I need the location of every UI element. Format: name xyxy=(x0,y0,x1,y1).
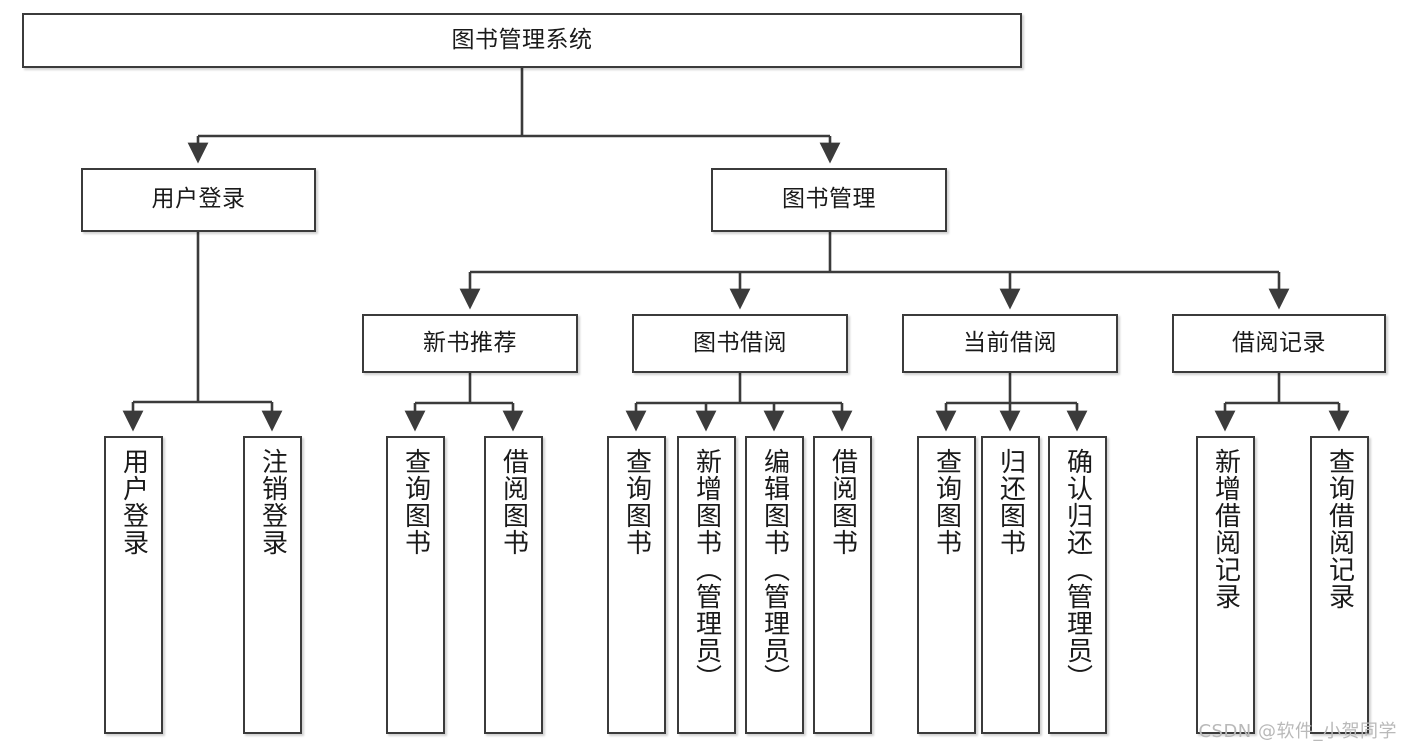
node-leaf-return-book[interactable]: 归还图书 xyxy=(981,436,1040,734)
node-leaf-borrow-book-recommend-label: 借阅图书 xyxy=(498,448,529,556)
node-leaf-add-book-label: 新增图书（管理员） xyxy=(691,448,722,691)
node-leaf-user-logout-label: 注销登录 xyxy=(257,448,288,556)
node-borrow-record-label: 借阅记录 xyxy=(1232,329,1326,356)
node-leaf-query-book-recommend[interactable]: 查询图书 xyxy=(386,436,445,734)
node-leaf-add-borrow-record-label: 新增借阅记录 xyxy=(1210,448,1241,610)
node-root-label: 图书管理系统 xyxy=(451,26,593,53)
node-leaf-borrow-book-recommend[interactable]: 借阅图书 xyxy=(484,436,543,734)
node-leaf-query-borrow-record-label: 查询借阅记录 xyxy=(1324,448,1355,610)
node-new-book-recommend-label: 新书推荐 xyxy=(423,329,517,356)
node-leaf-confirm-return-label: 确认归还（管理员） xyxy=(1062,448,1093,691)
node-borrow-record[interactable]: 借阅记录 xyxy=(1172,314,1386,373)
node-leaf-edit-book-label: 编辑图书（管理员） xyxy=(759,448,790,691)
node-leaf-query-book-recommend-label: 查询图书 xyxy=(400,448,431,556)
node-leaf-borrow-book-label: 借阅图书 xyxy=(827,448,858,556)
watermark: CSDN @软件_小贺同学 xyxy=(1198,721,1397,742)
node-leaf-confirm-return[interactable]: 确认归还（管理员） xyxy=(1048,436,1107,734)
node-book-management[interactable]: 图书管理 xyxy=(711,168,947,232)
node-current-borrow-label: 当前借阅 xyxy=(963,329,1057,356)
node-leaf-user-logout[interactable]: 注销登录 xyxy=(243,436,302,734)
node-new-book-recommend[interactable]: 新书推荐 xyxy=(362,314,578,373)
node-book-management-label: 图书管理 xyxy=(782,186,876,213)
node-leaf-add-borrow-record[interactable]: 新增借阅记录 xyxy=(1196,436,1255,734)
node-leaf-edit-book[interactable]: 编辑图书（管理员） xyxy=(745,436,804,734)
node-leaf-query-book-current-label: 查询图书 xyxy=(931,448,962,556)
node-leaf-borrow-book[interactable]: 借阅图书 xyxy=(813,436,872,734)
node-leaf-add-book[interactable]: 新增图书（管理员） xyxy=(677,436,736,734)
node-leaf-query-book-current[interactable]: 查询图书 xyxy=(917,436,976,734)
node-book-borrow[interactable]: 图书借阅 xyxy=(632,314,848,373)
node-user-login[interactable]: 用户登录 xyxy=(81,168,316,232)
node-leaf-user-login[interactable]: 用户登录 xyxy=(104,436,163,734)
node-leaf-query-borrow-record[interactable]: 查询借阅记录 xyxy=(1310,436,1369,734)
node-leaf-query-book-borrow-label: 查询图书 xyxy=(621,448,652,556)
node-leaf-user-login-label: 用户登录 xyxy=(118,448,149,556)
node-book-borrow-label: 图书借阅 xyxy=(693,329,787,356)
node-root[interactable]: 图书管理系统 xyxy=(22,13,1022,68)
node-current-borrow[interactable]: 当前借阅 xyxy=(902,314,1118,373)
node-leaf-return-book-label: 归还图书 xyxy=(995,448,1026,556)
node-user-login-label: 用户登录 xyxy=(151,186,246,213)
node-leaf-query-book-borrow[interactable]: 查询图书 xyxy=(607,436,666,734)
